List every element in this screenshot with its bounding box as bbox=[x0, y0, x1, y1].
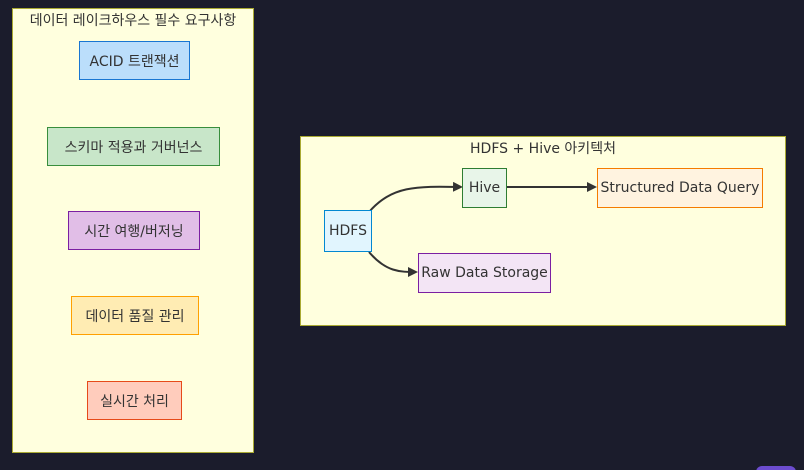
requirements-cluster-title: 데이터 레이크하우스 필수 요구사항 bbox=[29, 13, 237, 29]
node-schema-governance: 스키마 적용과 거버넌스 bbox=[47, 127, 220, 166]
node-acid-transactions: ACID 트랜잭션 bbox=[79, 41, 190, 80]
node-realtime-processing: 실시간 처리 bbox=[87, 381, 182, 420]
node-data-quality: 데이터 품질 관리 bbox=[71, 296, 199, 335]
node-time-travel-versioning: 시간 여행/버저닝 bbox=[68, 211, 200, 250]
node-hive: Hive bbox=[462, 168, 507, 208]
architecture-cluster: HDFS + Hive 아키텍처 bbox=[300, 136, 786, 326]
corner-chip bbox=[756, 466, 796, 470]
node-structured-data-query: Structured Data Query bbox=[597, 168, 763, 208]
node-raw-data-storage: Raw Data Storage bbox=[418, 253, 551, 293]
node-hdfs: HDFS bbox=[324, 210, 372, 252]
architecture-cluster-title: HDFS + Hive 아키텍처 bbox=[470, 141, 616, 157]
requirements-cluster: 데이터 레이크하우스 필수 요구사항 bbox=[12, 8, 254, 453]
